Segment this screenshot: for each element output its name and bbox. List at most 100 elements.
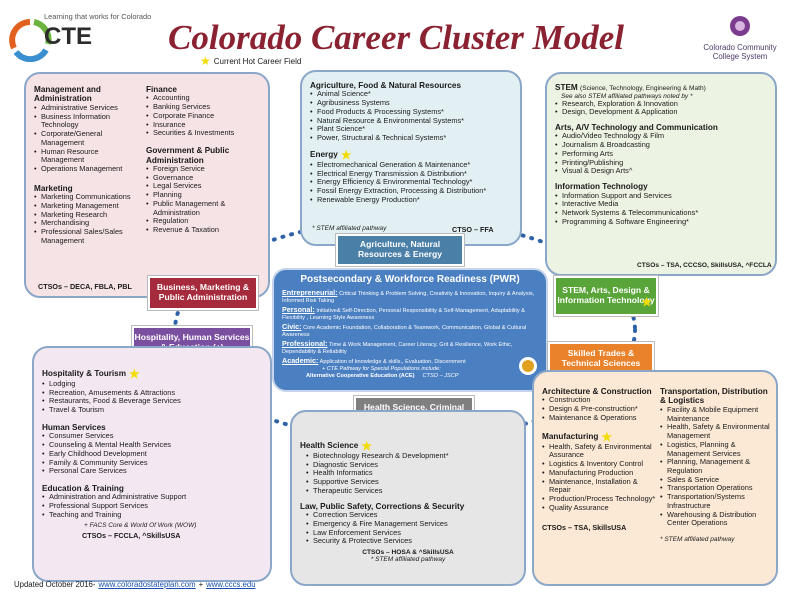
list-item: Sales & Service <box>660 475 772 485</box>
gov-heading: Government & Public Administration <box>146 146 230 165</box>
pwr-value: Initiative& Self-Direction, Personal Res… <box>282 307 525 321</box>
list-item: Logistics & Inventory Control <box>542 459 660 469</box>
bma-ctso: CTSOs – DECA, FBLA, PBL <box>38 282 132 291</box>
bma-panel: Management and Administration Administra… <box>24 72 270 298</box>
hospitality-list: Lodging Recreation, Amusements & Attract… <box>42 379 262 415</box>
list-item: Marketing Management <box>34 201 142 211</box>
list-item: Family & Community Services <box>42 458 262 468</box>
star-icon: ★ <box>641 295 652 309</box>
arch-heading: Architecture & Construction <box>542 387 652 396</box>
list-item: Information Support and Services <box>555 191 767 201</box>
law-heading: Law, Public Safety, Corrections & Securi… <box>300 501 465 511</box>
list-item: Personal Care Services <box>42 467 262 476</box>
ag-ctso: CTSO – FFA <box>452 225 494 234</box>
stateplan-link[interactable]: www.coloradostateplan.com <box>98 580 196 589</box>
list-item: Visual & Design Arts^ <box>555 167 767 176</box>
pwr-ace: Alternative Cooperative Education (ACE) <box>306 372 415 379</box>
footer: Updated October 2016- www.coloradostatep… <box>14 580 256 589</box>
stem-label-text: STEM, Arts, Design & Information Technol… <box>557 285 655 305</box>
stem-cluster-label[interactable]: STEM, Arts, Design & Information Technol… <box>554 276 658 316</box>
list-item: Journalism & Broadcasting <box>555 140 767 150</box>
list-item: Health Informatics <box>306 469 516 478</box>
gov-list: Foreign Service Governance Legal Service… <box>146 164 264 235</box>
list-item: Programming & Software Engineering* <box>555 217 767 227</box>
it-list: Information Support and Services Interac… <box>555 191 767 227</box>
list-item: Public Management & Administration <box>146 199 264 217</box>
list-item: Professional Support Services <box>42 501 262 511</box>
manufacturing-list: Health, Safety & Environmental Assurance… <box>542 442 660 513</box>
list-item: Electrical Energy Transmission & Distrib… <box>310 169 512 179</box>
hosp-panel: Hospitality & Tourism★ Lodging Recreatio… <box>32 346 272 582</box>
energy-heading: Energy ★ <box>310 149 512 161</box>
list-item: Planning <box>146 190 264 200</box>
list-item: Administrative Services <box>34 103 142 113</box>
list-item: Operations Management <box>34 164 142 174</box>
ag-heading: Agriculture, Food & Natural Resources <box>310 81 462 90</box>
list-item: Correction Services <box>306 510 516 520</box>
health-panel: Health Science★ Biotechnology Research &… <box>290 410 526 586</box>
jscp-logo-icon <box>519 357 537 375</box>
education-heading: Education & Training <box>42 484 124 494</box>
list-item: Electromechanical Generation & Maintenan… <box>310 160 512 170</box>
pwr-note: + CTE Pathway for Special Populations in… <box>322 365 441 372</box>
arch-list: Construction Design & Pre-construction* … <box>542 396 660 423</box>
cte-logo-icon <box>9 19 52 62</box>
footer-text: Updated October 2016- <box>14 580 96 589</box>
health-ctso: CTSOs – HOSA & ^SkillsUSA <box>362 549 454 557</box>
pwr-row: Civic: Core Academic Foundation, Collabo… <box>282 322 538 339</box>
list-item: Insurance <box>146 120 264 130</box>
list-item: Power, Structural & Technical Systems* <box>310 133 512 143</box>
list-item: Natural Resource & Environmental Systems… <box>310 116 512 126</box>
list-item: Teaching and Training <box>42 510 262 520</box>
pwr-value: Critical Thinking & Problem Solving, Cre… <box>282 291 535 304</box>
bma-col1: Management and Administration Administra… <box>34 82 142 246</box>
list-item: Administration and Administrative Suppor… <box>42 493 262 502</box>
list-item: Regulation <box>146 217 264 226</box>
list-item: Securities & Investments <box>146 129 264 138</box>
pwr-key: Civic: <box>282 321 302 331</box>
star-icon: ★ <box>361 439 373 453</box>
list-item: Maintenance & Operations <box>542 413 660 423</box>
finance-list: Accounting Banking Services Corporate Fi… <box>146 94 264 138</box>
trades-panel: Architecture & Construction Construction… <box>532 370 778 586</box>
list-item: Health, Safety & Environmental Assurance <box>542 442 660 460</box>
list-item: Planning, Management & Regulation <box>660 457 772 475</box>
list-item: Construction <box>542 396 660 405</box>
pwr-key: Professional: <box>282 338 328 348</box>
list-item: Early Childhood Development <box>42 449 262 459</box>
list-item: Production/Process Technology* <box>542 494 660 504</box>
list-item: Printing/Publishing <box>555 158 767 168</box>
cccs-seal-icon <box>730 16 750 36</box>
hospitality-heading: Hospitality & Tourism★ <box>42 368 262 380</box>
list-item: Counseling & Mental Health Services <box>42 440 262 450</box>
ag-panel: Agriculture, Food & Natural Resources An… <box>300 70 522 246</box>
it-heading: Information Technology <box>555 182 648 192</box>
list-item: Renewable Energy Production* <box>310 195 512 205</box>
list-item: Merchandising <box>34 219 142 228</box>
pwr-row: Professional: Time & Work Management, Ca… <box>282 339 538 356</box>
list-item: Professional Sales/Sales Management <box>34 227 142 245</box>
pwr-title: Postsecondary & Workforce Readiness (PWR… <box>300 274 520 285</box>
cccs-link[interactable]: www.cccs.edu <box>206 580 256 589</box>
list-item: Therapeutic Services <box>306 486 516 496</box>
stem-heading: STEM (Science, Technology, Engineering &… <box>555 83 767 93</box>
list-item: Quality Assurance <box>542 503 660 513</box>
list-item: Transportation Operations <box>660 484 772 493</box>
list-item: Foreign Service <box>146 164 264 174</box>
list-item: Health, Safety & Environmental Managemen… <box>660 422 772 440</box>
star-icon: ★ <box>340 147 352 162</box>
health-heading-text: Health Science <box>300 441 359 451</box>
list-item: Plant Science* <box>310 125 512 134</box>
list-item: Legal Services <box>146 182 264 191</box>
ag-cluster-label[interactable]: Agriculture, Natural Resources & Energy <box>336 234 464 266</box>
transport-heading: Transportation, Distribution & Logistics <box>660 387 768 406</box>
list-item: Fossil Energy Extraction, Processing & D… <box>310 186 512 196</box>
list-item: Design, Development & Application <box>555 108 767 117</box>
mgmt-list: Administrative Services Business Informa… <box>34 103 142 174</box>
list-item: Revenue & Taxation <box>146 225 264 235</box>
stem-ctso: CTSOs – TSA, CCCSO, SkillsUSA, ^FCCLA <box>637 262 772 269</box>
bma-cluster-label[interactable]: Business, Marketing & Public Administrat… <box>148 276 258 310</box>
list-item: Supportive Services <box>306 477 516 487</box>
list-item: Manufacturing Production <box>542 468 660 478</box>
list-item: Travel & Tourism <box>42 405 262 415</box>
